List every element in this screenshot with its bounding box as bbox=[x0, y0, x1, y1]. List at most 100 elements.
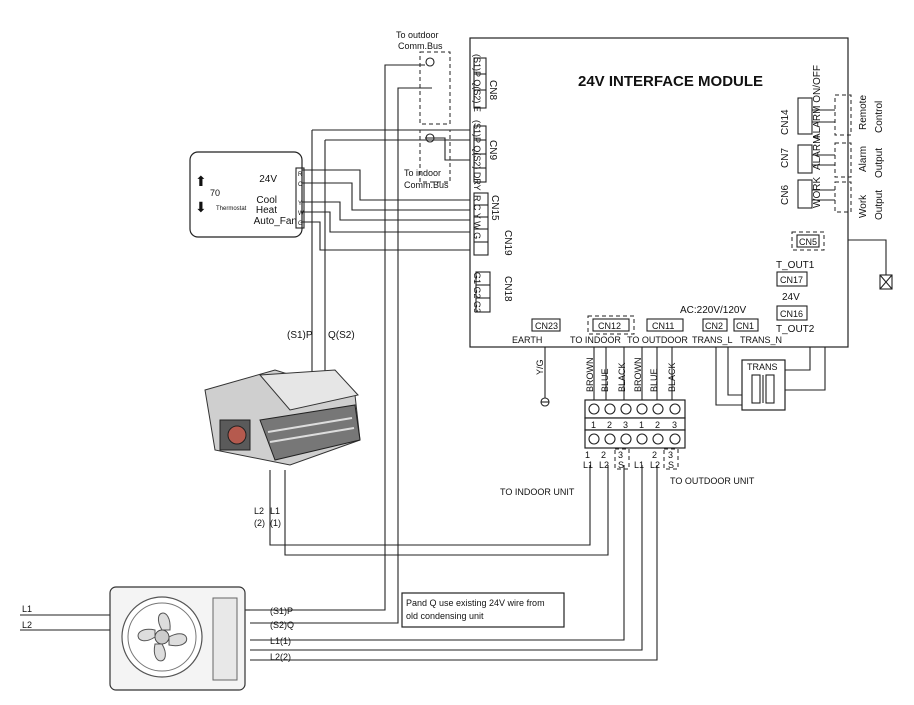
terminal-label-4: L1 bbox=[634, 460, 644, 470]
outdoor-comm-dashed bbox=[419, 51, 451, 125]
outdoor-l2-label: L2(2) bbox=[270, 652, 291, 662]
to-indoor-unit-label: TO INDOOR UNIT bbox=[500, 487, 575, 497]
cn5-device-icon bbox=[879, 274, 893, 290]
thermostat-up-icon: ⬆ bbox=[195, 173, 207, 189]
cn18-group: CN18 bbox=[502, 276, 513, 302]
svg-text:Y: Y bbox=[298, 201, 302, 207]
earth-wire-label: Y/G bbox=[535, 359, 545, 375]
cn1-label: CN1 bbox=[736, 321, 754, 331]
terminal-number-3: 3 bbox=[623, 420, 628, 430]
cn16-box bbox=[776, 305, 808, 321]
terminal-label-5: L2 bbox=[650, 460, 660, 470]
cn8-label: CN8 bbox=[487, 80, 498, 100]
cn23-box bbox=[531, 318, 561, 332]
terminal-number-1: 1 bbox=[591, 420, 596, 430]
cn2-label: CN2 bbox=[705, 321, 723, 331]
cn19-label: CN19 bbox=[502, 230, 513, 256]
wire-color-3: BLACK bbox=[617, 362, 627, 392]
wire-color-4: BROWN bbox=[633, 358, 643, 393]
terminal-number-4: 1 bbox=[639, 420, 644, 430]
s1p-label: (S1)P bbox=[287, 330, 313, 341]
outdoor-s2q-label: (S2)Q bbox=[270, 620, 294, 630]
power-l1-label: L1 bbox=[22, 604, 32, 614]
thermostat-heat: Heat bbox=[256, 205, 277, 216]
terminal-numbers: 1 2 3 1 2 3 bbox=[591, 420, 677, 430]
cn23-function: EARTH bbox=[512, 335, 542, 345]
thermostat-terminals: R C Y W G bbox=[298, 172, 304, 227]
terminal-block: BROWN BLUE BLACK BROWN BLUE BLACK 1 2 3 … bbox=[583, 358, 686, 470]
cn16-function: T_OUT2 bbox=[776, 324, 815, 335]
terminal-label-2: L2 bbox=[599, 460, 609, 470]
thermostat-name: Thermostat bbox=[216, 206, 247, 212]
cn8-pins: (S1)P Q(S2) E bbox=[472, 54, 482, 112]
outdoor-comm-terminal-icon bbox=[425, 57, 435, 67]
cn14-label: CN14 bbox=[780, 109, 791, 135]
cn16-label: CN16 bbox=[780, 309, 803, 319]
cn9-pins: (S1)P Q(S2) DRY bbox=[472, 120, 482, 191]
cn1-function: TRANS_N bbox=[740, 335, 782, 345]
cn2-function: TRANS_L bbox=[692, 335, 733, 345]
cn8-group: CN8 (S1)P Q(S2) E bbox=[472, 54, 498, 112]
work-label-2: Output bbox=[874, 190, 885, 220]
cn17-label: CN17 bbox=[780, 275, 803, 285]
indoor-comm-label-1: To indoor bbox=[404, 168, 441, 178]
cn15-label: CN15 bbox=[489, 195, 500, 221]
power-l2-label: L2 bbox=[22, 620, 32, 630]
cn15-terminals bbox=[473, 192, 489, 256]
module-24v: 24V bbox=[782, 292, 800, 303]
cn1-box bbox=[733, 318, 759, 332]
thermostat-display: 70 bbox=[210, 188, 220, 198]
work-label-1: Work bbox=[858, 194, 869, 218]
cn8-terminals bbox=[473, 57, 487, 109]
module-title: 24V INTERFACE MODULE bbox=[578, 73, 763, 90]
terminal-label-3: S bbox=[618, 460, 624, 470]
svg-text:2: 2 bbox=[652, 450, 657, 460]
thermostat-24v: 24V bbox=[259, 174, 277, 185]
cn6-function: WORK bbox=[812, 177, 823, 208]
thermostat-terminal-strip bbox=[295, 167, 305, 229]
cn11-label: CN11 bbox=[652, 321, 674, 331]
to-outdoor-unit-label: TO OUTDOOR UNIT bbox=[670, 476, 755, 486]
l1-label: L1 bbox=[270, 506, 280, 516]
cn5-dashed bbox=[791, 231, 825, 251]
cn14-function: ALARM ON/OFF bbox=[812, 65, 823, 140]
wire-color-1: BROWN bbox=[585, 358, 595, 393]
cn7-label: CN7 bbox=[780, 148, 791, 168]
l1n-label: (1) bbox=[270, 518, 281, 528]
cn18-pins: G1 G2 G3 bbox=[472, 272, 482, 313]
cn12-label: CN12 bbox=[598, 321, 621, 331]
thermostat-cool: Cool bbox=[256, 195, 277, 206]
svg-text:C: C bbox=[298, 182, 303, 188]
right-terminals bbox=[797, 94, 852, 213]
cn12-dashed bbox=[587, 315, 635, 335]
wire-color-2: BLUE bbox=[600, 368, 610, 392]
transformer-label: TRANS bbox=[747, 362, 778, 372]
cn7-function: ALARM bbox=[812, 136, 823, 170]
l2n-label: (2) bbox=[254, 518, 265, 528]
svg-text:G: G bbox=[298, 221, 303, 227]
cn5-label: CN5 bbox=[799, 237, 817, 247]
cn9-label: CN9 bbox=[487, 140, 498, 160]
indoor-comm-terminal-icon bbox=[425, 133, 435, 143]
cn12-box bbox=[592, 318, 630, 332]
svg-text:W: W bbox=[298, 211, 304, 217]
earth-ground-icon bbox=[540, 397, 550, 407]
wires bbox=[20, 64, 887, 661]
transformer-coil-icon bbox=[751, 374, 775, 404]
cn12-function: TO INDOOR bbox=[570, 335, 621, 345]
wire-color-5: BLUE bbox=[649, 368, 659, 392]
remote-label-1: Remote bbox=[858, 95, 869, 130]
cn17-box bbox=[776, 271, 808, 287]
cn9-group: CN9 (S1)P Q(S2) DRY bbox=[472, 120, 498, 191]
svg-text:2: 2 bbox=[601, 450, 606, 460]
cn23-label: CN23 bbox=[535, 321, 558, 331]
outdoor-comm-label-1: To outdoor bbox=[396, 30, 439, 40]
terminal-label-1: L1 bbox=[583, 460, 593, 470]
cn18-terminals bbox=[475, 271, 491, 313]
wire-color-labels: BROWN BLUE BLACK BROWN BLUE BLACK bbox=[585, 358, 677, 393]
terminal-bottom-numbers: 1 2 3 2 3 bbox=[585, 450, 673, 460]
cn6-label: CN6 bbox=[780, 185, 791, 205]
svg-text:1: 1 bbox=[585, 450, 590, 460]
cn18-label: CN18 bbox=[502, 276, 513, 302]
